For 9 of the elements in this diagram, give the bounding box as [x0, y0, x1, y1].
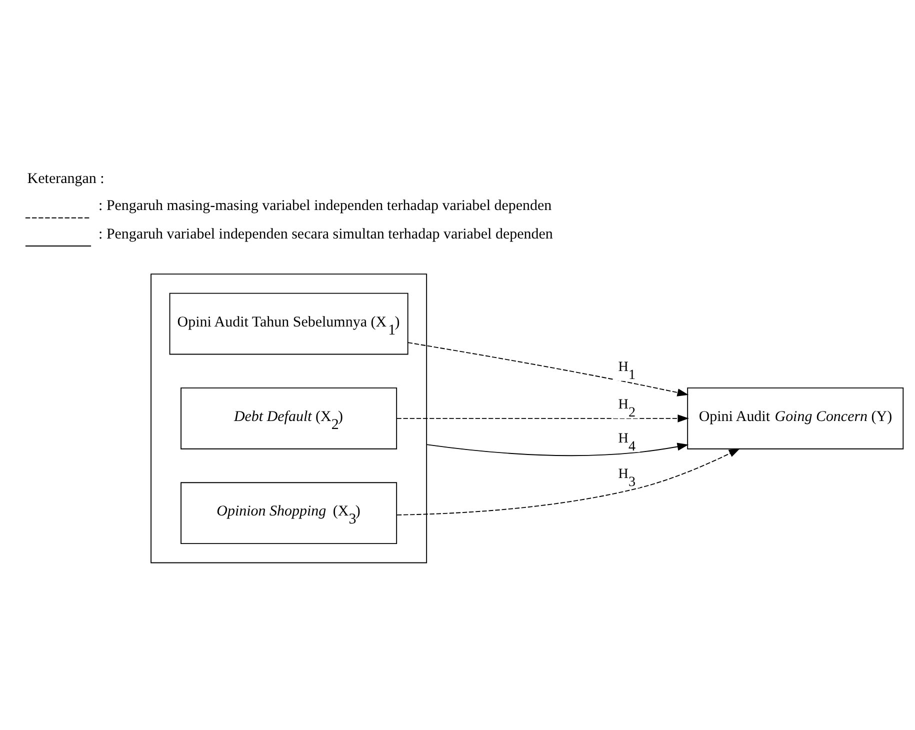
legend-label: : Pengaruh variabel independen secara simultan terhadap variabel dependen — [98, 226, 553, 242]
arrow — [396, 414, 689, 422]
arrow — [407, 342, 689, 396]
arrow — [396, 448, 740, 516]
label: Keterangan : — [27, 170, 104, 187]
cluster — [150, 274, 428, 564]
node-box: Opini Audit Going Concern (Y) — [687, 388, 904, 450]
legend-label: : Pengaruh masing-masing variabel independen terhadap variabel dependen — [98, 198, 552, 214]
arrow — [426, 442, 689, 456]
